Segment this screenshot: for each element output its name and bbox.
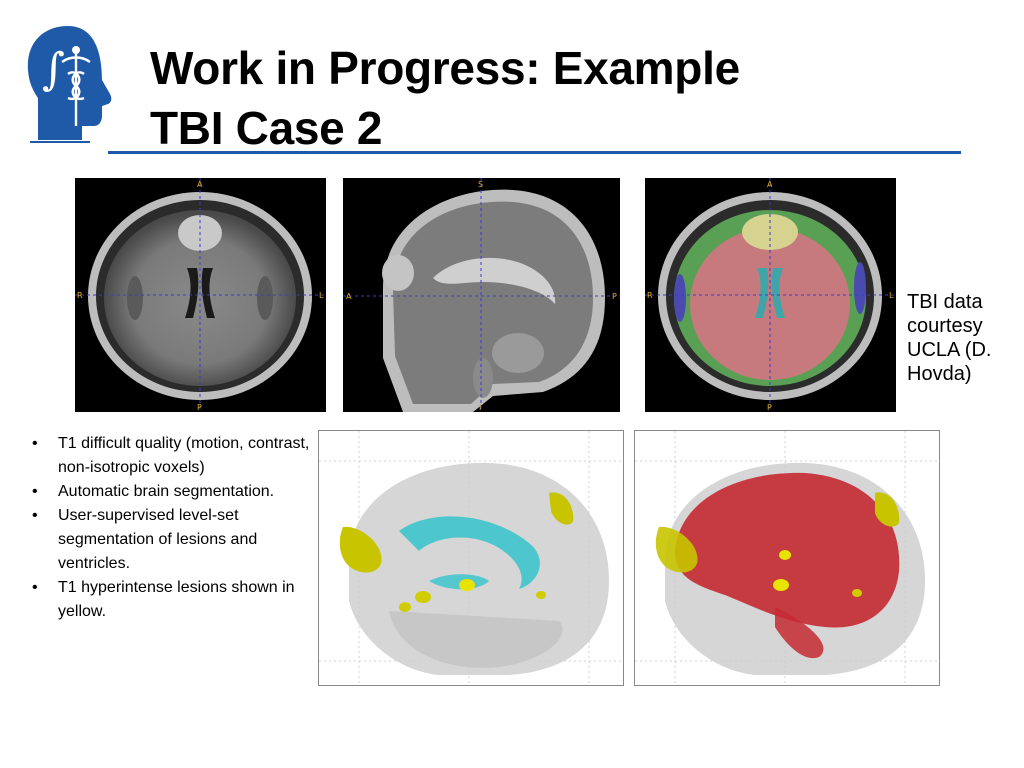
title-underline [108,151,961,154]
mri-axial-segmented-image: A P R L [645,178,896,412]
head-profile-logo: ∫ [27,26,112,143]
orientation-label-right: L [319,291,324,300]
caduceus-icon [61,52,91,126]
list-item: T1 hyperintense lesions shown in yellow. [30,576,315,624]
orientation-label-bottom: P [197,403,202,412]
slide-title: Work in Progress: Example TBI Case 2 [150,38,740,158]
orientation-label-top: A [767,180,773,189]
list-item: Automatic brain segmentation. [30,480,315,504]
3d-render-brain-segmentation [634,430,940,686]
mri-sagittal-image: S I A P [343,178,620,412]
orientation-label-bottom: P [767,403,772,412]
orientation-label-right: L [889,291,894,300]
3d-render-ventricles-lesions [318,430,624,686]
data-credit: TBI data courtesy UCLA (D. Hovda) [907,291,992,385]
bullet-list: T1 difficult quality (motion, contrast, … [30,432,315,624]
orientation-label-left: A [346,292,352,301]
list-item: T1 difficult quality (motion, contrast, … [30,432,315,480]
title-line-2: TBI Case 2 [150,102,383,154]
mri-axial-image: A P R L [75,178,326,412]
orientation-label-right: P [612,292,617,301]
integral-icon: ∫ [42,44,65,95]
title-line-1: Work in Progress: Example [150,42,740,94]
orientation-label-left: R [77,291,83,300]
list-item: User-supervised level-set segmentation o… [30,504,315,576]
orientation-label-bottom: I [479,403,481,412]
orientation-label-top: S [478,180,483,189]
orientation-label-left: R [647,291,653,300]
orientation-label-top: A [197,180,203,189]
